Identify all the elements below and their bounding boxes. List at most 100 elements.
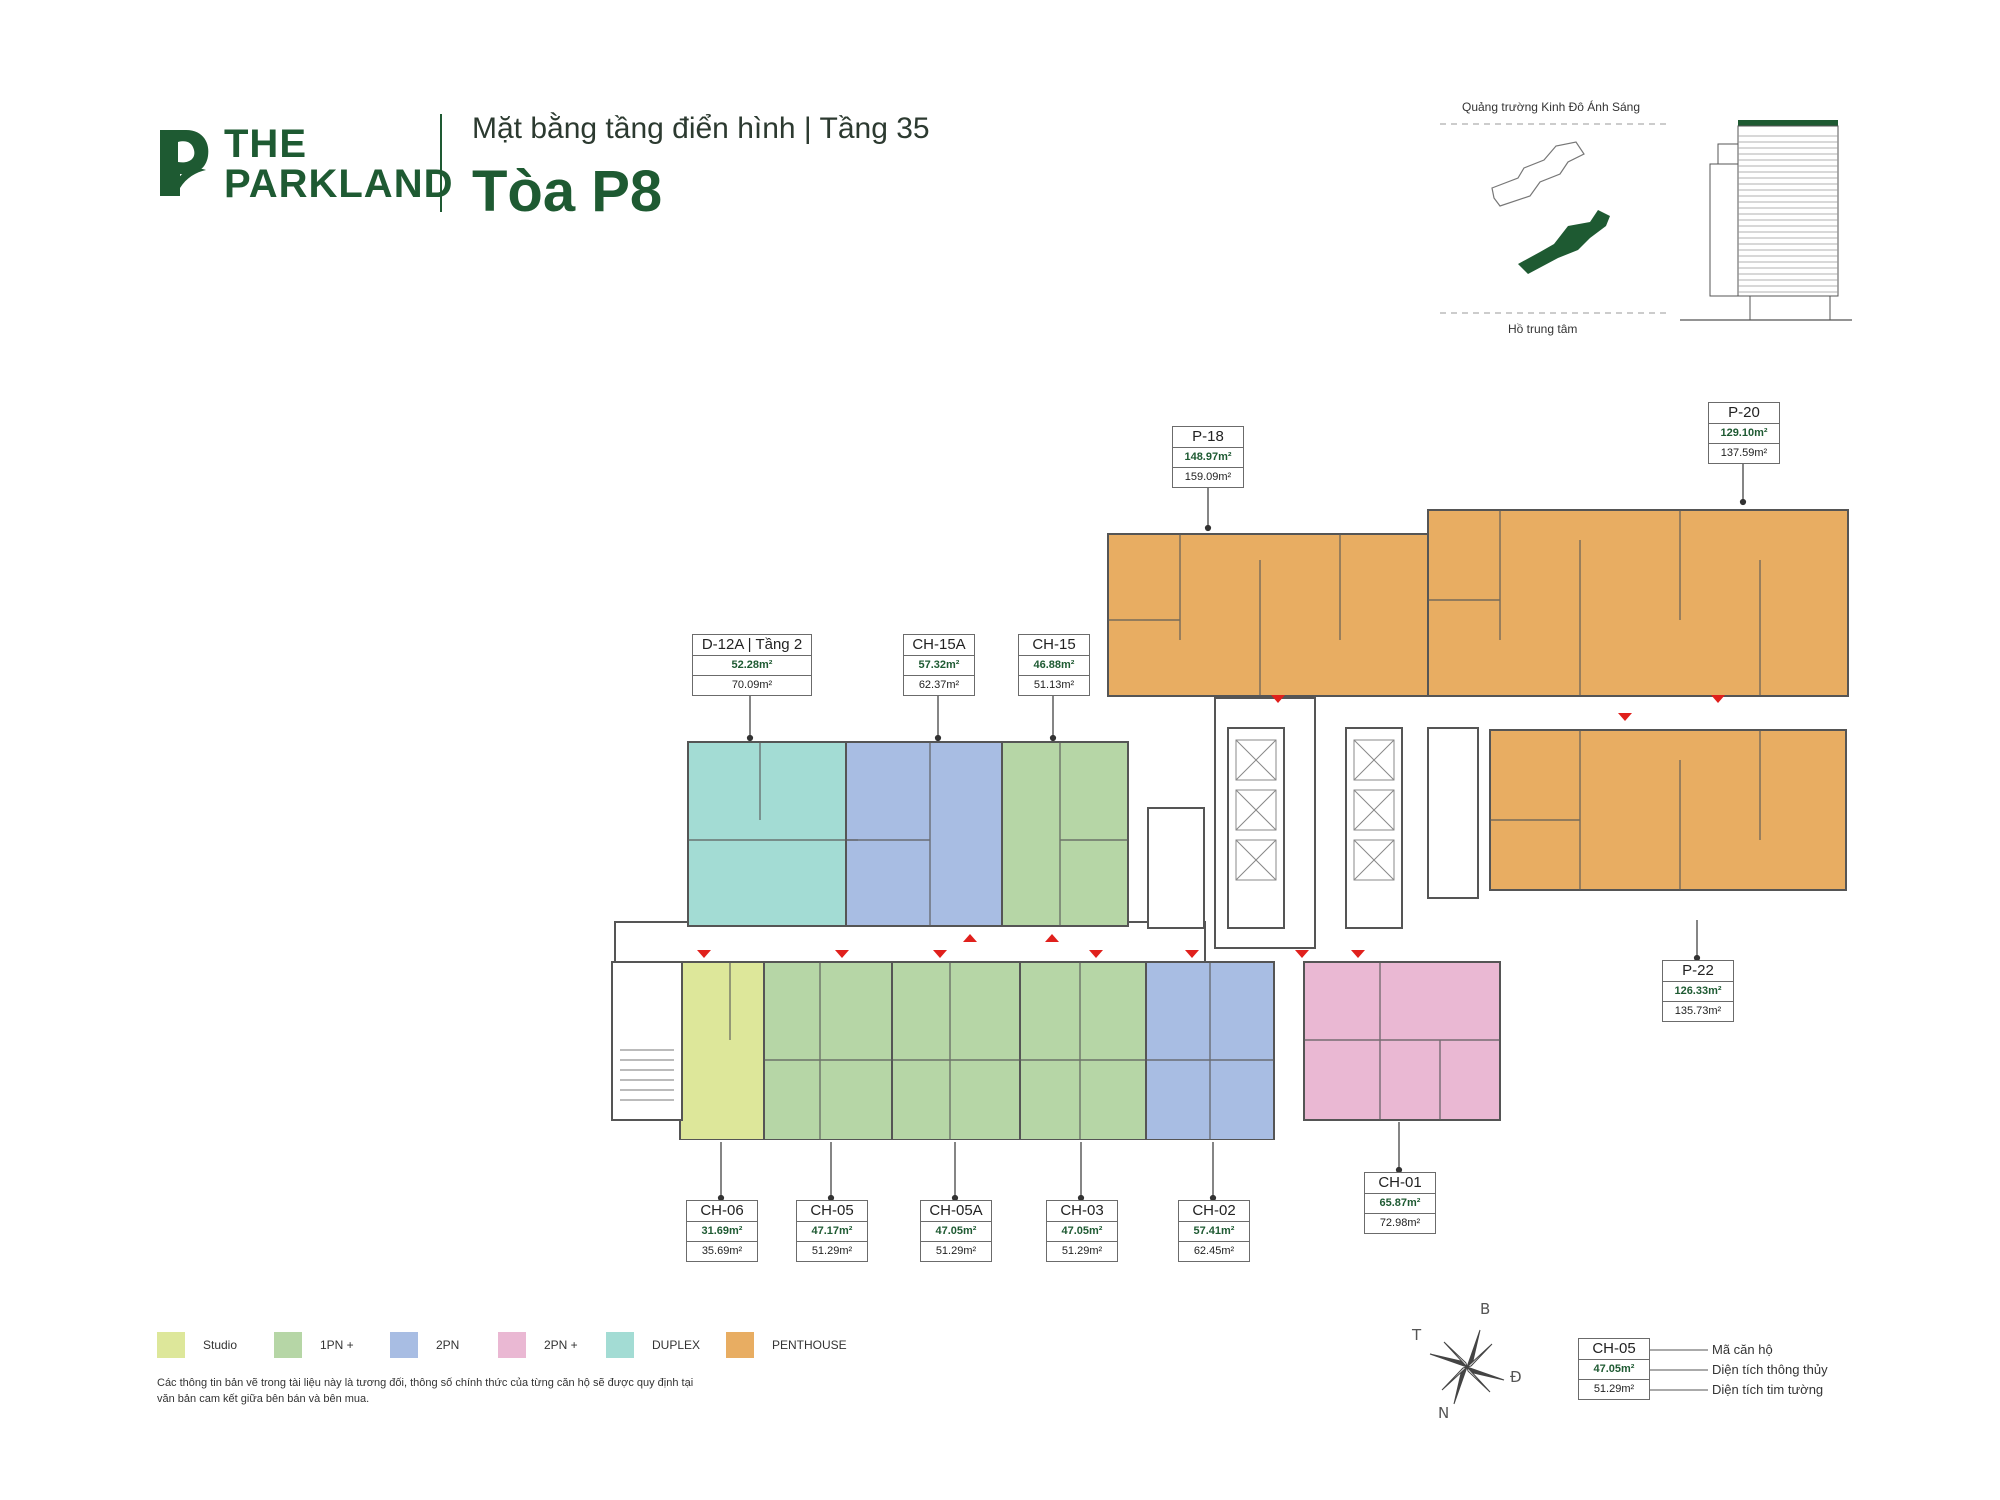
legend-swatch bbox=[274, 1332, 302, 1358]
compass-north-label: B bbox=[1480, 1300, 1491, 1318]
brand-name-line1: THE bbox=[224, 122, 307, 166]
brand-logo-icon bbox=[160, 130, 209, 196]
brand-name-line2: PARKLAND bbox=[224, 162, 454, 206]
key-tag-clear-area: 47.05m² bbox=[1579, 1360, 1649, 1380]
unit-tag-ch-06: CH-06 31.69m² 35.69m² bbox=[686, 1200, 758, 1262]
locator-top-label: Quảng trường Kinh Đô Ánh Sáng bbox=[1462, 100, 1641, 114]
unit-tag-clear-area: 148.97m² bbox=[1173, 448, 1243, 468]
unit-tag-clear-area: 47.05m² bbox=[1047, 1222, 1117, 1242]
elevator-car bbox=[1235, 739, 1277, 781]
page-title: Tòa P8 bbox=[472, 159, 663, 224]
unit-tag-ch-03: CH-03 47.05m² 51.29m² bbox=[1046, 1200, 1118, 1262]
unit-tag-ch-05: CH-05 47.17m² 51.29m² bbox=[796, 1200, 868, 1262]
unit-tag-code: D-12A | Tầng 2 bbox=[693, 635, 811, 656]
unit-tag-p-18: P-18 148.97m² 159.09m² bbox=[1172, 426, 1244, 488]
entry-marker-icon bbox=[1351, 950, 1365, 958]
disclaimer-text: Các thông tin bản vẽ trong tài liệu này … bbox=[157, 1377, 694, 1405]
legend-label: Studio bbox=[203, 1338, 238, 1352]
unit-tag-p-20: P-20 129.10m² 137.59m² bbox=[1708, 402, 1780, 464]
compass-east-label: Đ bbox=[1510, 1368, 1522, 1386]
entry-marker-icon bbox=[1711, 695, 1725, 703]
unit-tag-code: P-22 bbox=[1663, 961, 1733, 982]
locator-bottom-label: Hồ trung tâm bbox=[1508, 322, 1578, 336]
entry-marker-icon bbox=[697, 950, 711, 958]
unit-tag-clear-area: 57.32m² bbox=[904, 656, 974, 676]
unit-tag-code: P-18 bbox=[1173, 427, 1243, 448]
unit-tag-clear-area: 47.17m² bbox=[797, 1222, 867, 1242]
unit-tag-p-22: P-22 126.33m² 135.73m² bbox=[1662, 960, 1734, 1022]
key-tag: CH-05 47.05m² 51.29m² bbox=[1578, 1338, 1650, 1400]
unit-p-20 bbox=[1427, 509, 1849, 697]
unit-tag-gross-area: 137.59m² bbox=[1720, 447, 1768, 459]
unit-tag-code: CH-02 bbox=[1179, 1201, 1249, 1222]
unit-tag-ch-15a: CH-15A 57.32m² 62.37m² bbox=[903, 634, 975, 696]
legend-swatch bbox=[157, 1332, 185, 1358]
unit-tag-clear-area: 47.05m² bbox=[921, 1222, 991, 1242]
legend-label: 1PN + bbox=[320, 1338, 354, 1352]
unit-tag-gross-area: 51.13m² bbox=[1033, 679, 1075, 691]
entry-marker-icon bbox=[835, 950, 849, 958]
unit-tag-gross-area: 51.29m² bbox=[811, 1245, 853, 1257]
entry-marker-icon bbox=[963, 934, 977, 942]
unit-ch-03 bbox=[1019, 961, 1147, 1140]
unit-tag-gross-area: 51.29m² bbox=[935, 1245, 977, 1257]
compass-west-label: T bbox=[1412, 1326, 1422, 1344]
tag-leader-dot bbox=[1049, 734, 1057, 742]
entry-marker-icon bbox=[1185, 950, 1199, 958]
tag-leader-dot bbox=[934, 734, 942, 742]
key-tag-code: CH-05 bbox=[1579, 1339, 1649, 1360]
elevator-car bbox=[1235, 739, 1277, 781]
elevator-car bbox=[1235, 839, 1277, 881]
elevator-car bbox=[1235, 789, 1277, 831]
unit-tag-code: CH-03 bbox=[1047, 1201, 1117, 1222]
unit-ch-15 bbox=[1001, 741, 1129, 927]
unit-tag-gross-area: 135.73m² bbox=[1674, 1005, 1722, 1017]
unit-ch-15a bbox=[845, 741, 1003, 927]
elevator-car bbox=[1353, 789, 1395, 831]
key-leaders bbox=[1650, 1349, 1708, 1391]
unit-tag-code: CH-15A bbox=[904, 635, 974, 656]
legend-swatch bbox=[498, 1332, 526, 1358]
site-locator-map bbox=[1440, 123, 1670, 314]
unit-tag-ch-02: CH-02 57.41m² 62.45m² bbox=[1178, 1200, 1250, 1262]
compass-star-icon bbox=[1429, 1329, 1505, 1405]
entry-marker-icon bbox=[1295, 950, 1309, 958]
unit-p-18 bbox=[1107, 533, 1429, 697]
unit-tag-clear-area: 65.87m² bbox=[1365, 1194, 1435, 1214]
unit-tag-clear-area: 129.10m² bbox=[1709, 424, 1779, 444]
unit-tag-clear-area: 57.41m² bbox=[1179, 1222, 1249, 1242]
legend-label: 2PN bbox=[436, 1338, 460, 1352]
elevator-car bbox=[1235, 789, 1277, 831]
unit-tag-ch-15: CH-15 46.88m² 51.13m² bbox=[1018, 634, 1090, 696]
elevator-car bbox=[1353, 789, 1395, 831]
stair-core-left bbox=[611, 961, 683, 1121]
unit-tag-gross-area: 70.09m² bbox=[731, 679, 773, 691]
floor-plan bbox=[611, 509, 1849, 1140]
key-tag-gross-area: 51.29m² bbox=[1593, 1383, 1635, 1395]
unit-tag-code: CH-15 bbox=[1019, 635, 1089, 656]
entry-marker-icon bbox=[1271, 695, 1285, 703]
legend-label: 2PN + bbox=[544, 1338, 578, 1352]
unit-p-22 bbox=[1489, 729, 1847, 891]
key-gross-label: Diện tích tim tường bbox=[1712, 1382, 1824, 1397]
elevator-car bbox=[1353, 739, 1395, 781]
legend-swatch bbox=[390, 1332, 418, 1358]
legend-swatch bbox=[726, 1332, 754, 1358]
elevator-car bbox=[1353, 839, 1395, 881]
page-subtitle: Mặt bằng tầng điển hình | Tầng 35 bbox=[472, 112, 930, 145]
unit-tag-clear-area: 46.88m² bbox=[1019, 656, 1089, 676]
corridor bbox=[614, 921, 1206, 963]
elevator-car bbox=[1353, 839, 1395, 881]
entry-marker-icon bbox=[933, 950, 947, 958]
unit-tag-code: CH-05 bbox=[797, 1201, 867, 1222]
entry-marker-icon bbox=[1045, 934, 1059, 942]
unit-tag-clear-area: 126.33m² bbox=[1663, 982, 1733, 1002]
header-divider bbox=[440, 114, 442, 212]
tag-leader-dot bbox=[1739, 498, 1747, 506]
entry-marker-icon bbox=[1618, 713, 1632, 721]
unit-tag-gross-area: 35.69m² bbox=[701, 1245, 743, 1257]
unit-tag-code: CH-01 bbox=[1365, 1173, 1435, 1194]
unit-tag-gross-area: 51.29m² bbox=[1061, 1245, 1103, 1257]
unit-tag-clear-area: 52.28m² bbox=[693, 656, 811, 676]
